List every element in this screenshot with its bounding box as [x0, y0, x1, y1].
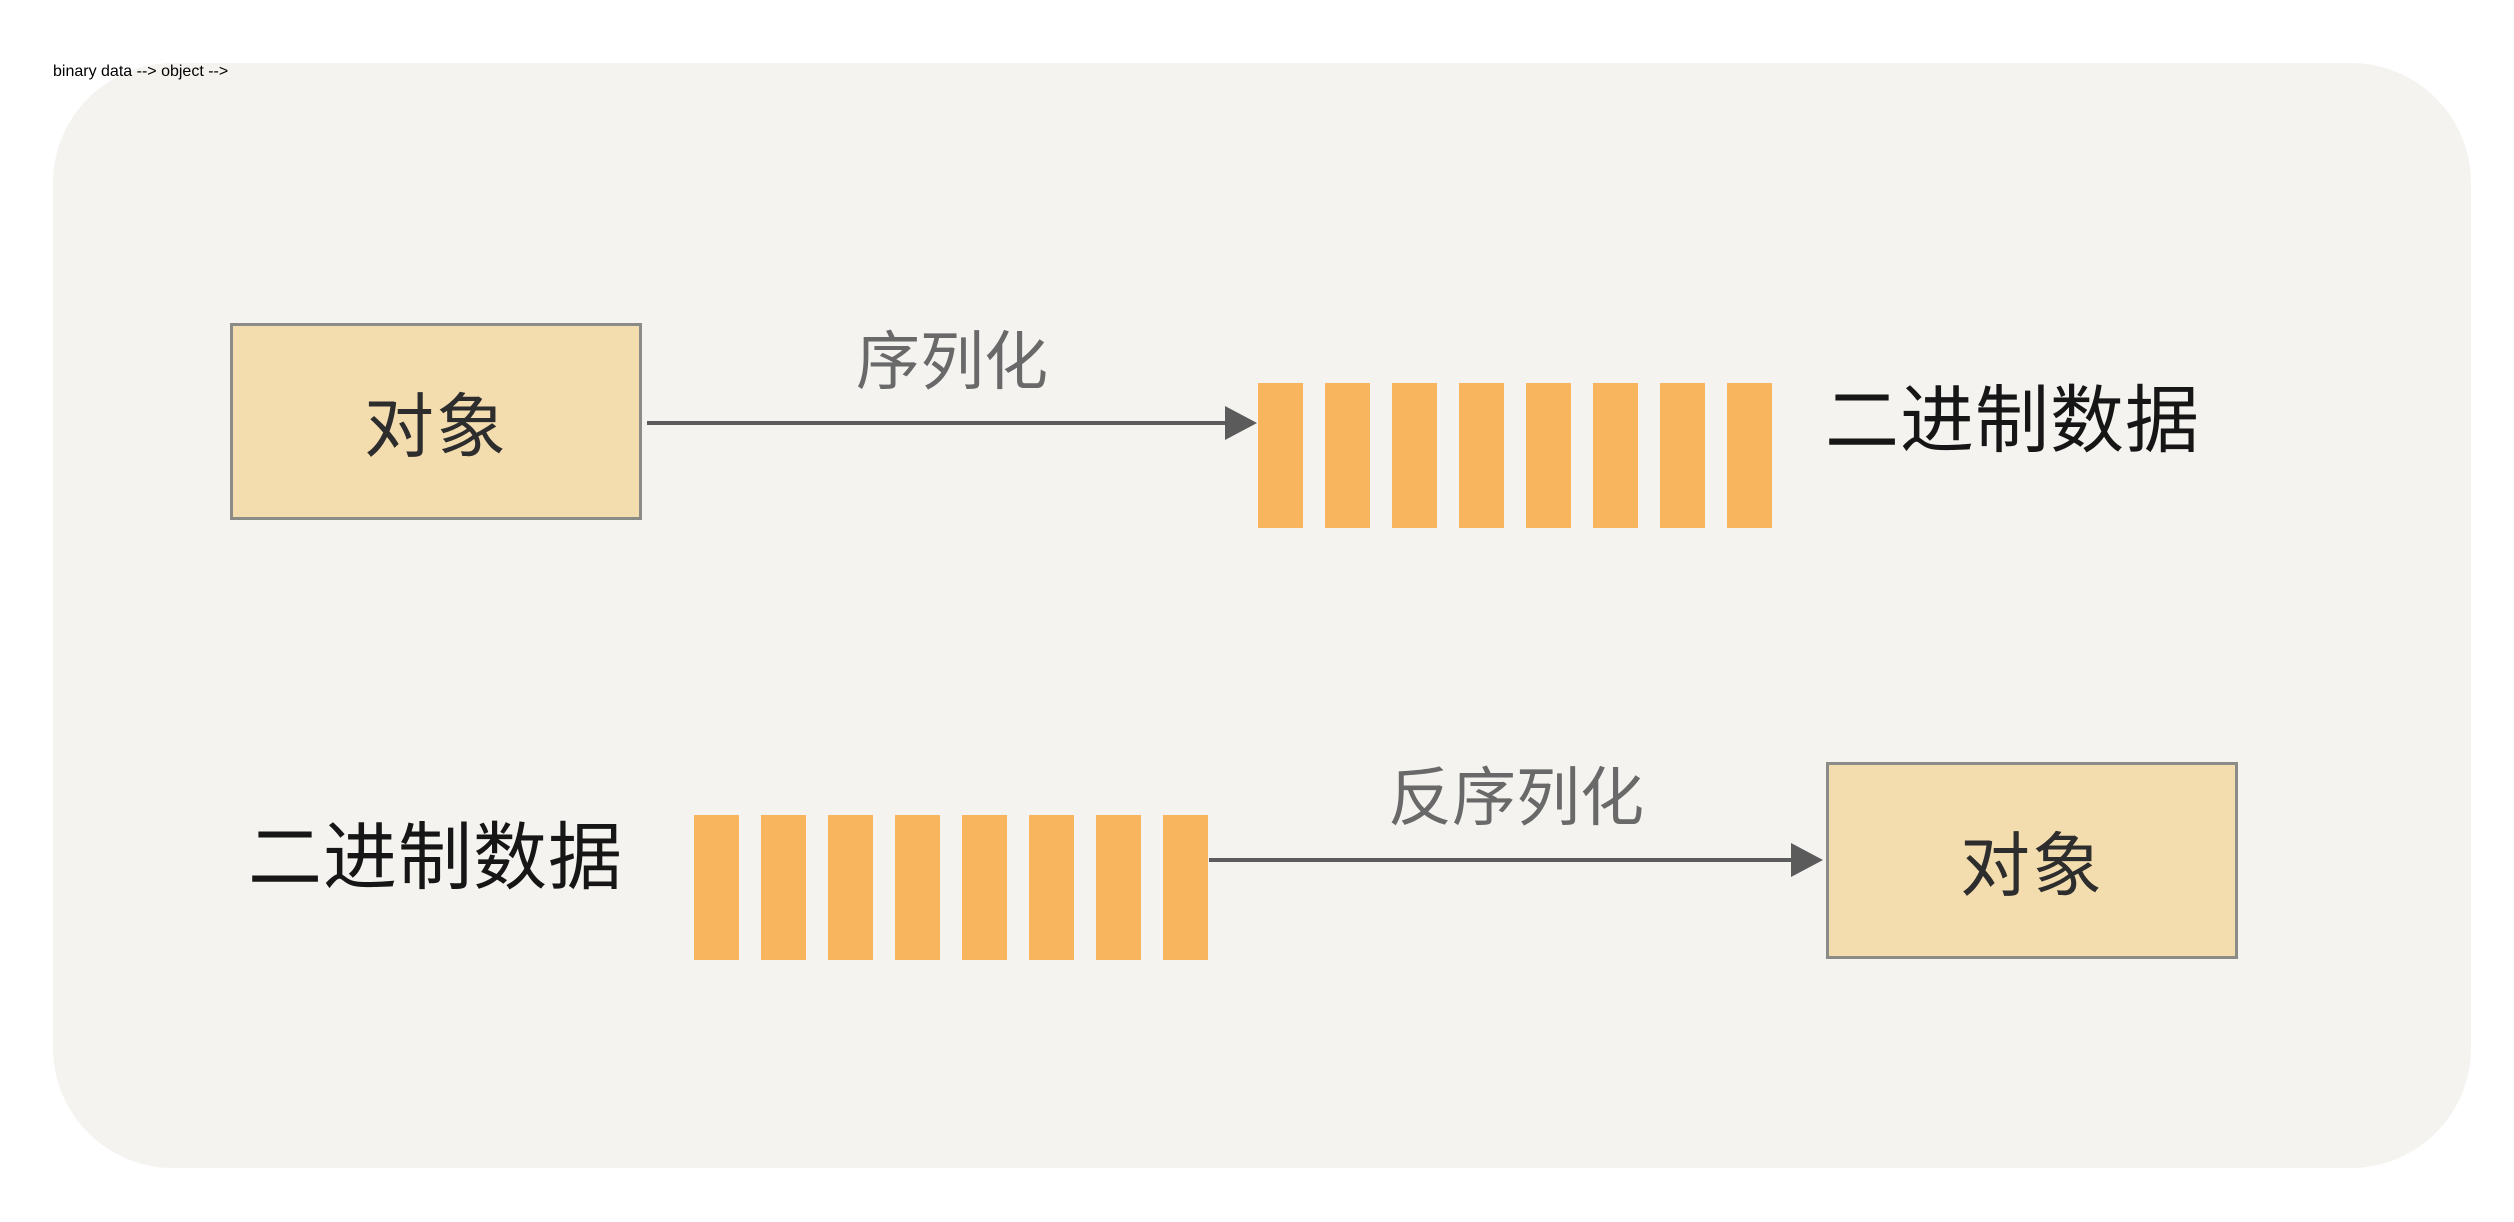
binary-bar	[1392, 383, 1437, 528]
binary-bars-top	[1258, 383, 1772, 528]
serialize-arrowhead-icon	[1225, 406, 1257, 440]
binary-bar	[1163, 815, 1208, 960]
deserialize-arrowhead-icon	[1791, 843, 1823, 877]
binary-bar	[1459, 383, 1504, 528]
binary-bar	[1096, 815, 1141, 960]
binary-bar	[1325, 383, 1370, 528]
binary-bar	[761, 815, 806, 960]
diagram-panel: binary data --> 对象 序列化 二进制数据 object --> …	[53, 63, 2471, 1168]
object-box-top: 对象	[230, 323, 642, 520]
serialize-arrow-line	[647, 421, 1228, 425]
binary-bar	[694, 815, 739, 960]
binary-bars-bottom	[694, 815, 1208, 960]
binary-data-label-top: 二进制数据	[1825, 379, 2200, 462]
object-box-bottom: 对象	[1826, 762, 2238, 959]
binary-bar	[1727, 383, 1772, 528]
binary-bar	[1526, 383, 1571, 528]
binary-data-label-bottom: 二进制数据	[248, 816, 623, 899]
binary-bar	[895, 815, 940, 960]
serialize-arrow-label: 序列化	[856, 326, 1048, 398]
binary-bar	[1593, 383, 1638, 528]
binary-bar	[1029, 815, 1074, 960]
deserialize-arrow-label: 反序列化	[1388, 762, 1644, 834]
binary-bar	[962, 815, 1007, 960]
binary-bar	[828, 815, 873, 960]
binary-bar	[1258, 383, 1303, 528]
object-box-bottom-label: 对象	[1960, 827, 2104, 905]
object-box-top-label: 对象	[364, 388, 508, 466]
deserialize-arrow-line	[1209, 858, 1794, 862]
binary-bar	[1660, 383, 1705, 528]
